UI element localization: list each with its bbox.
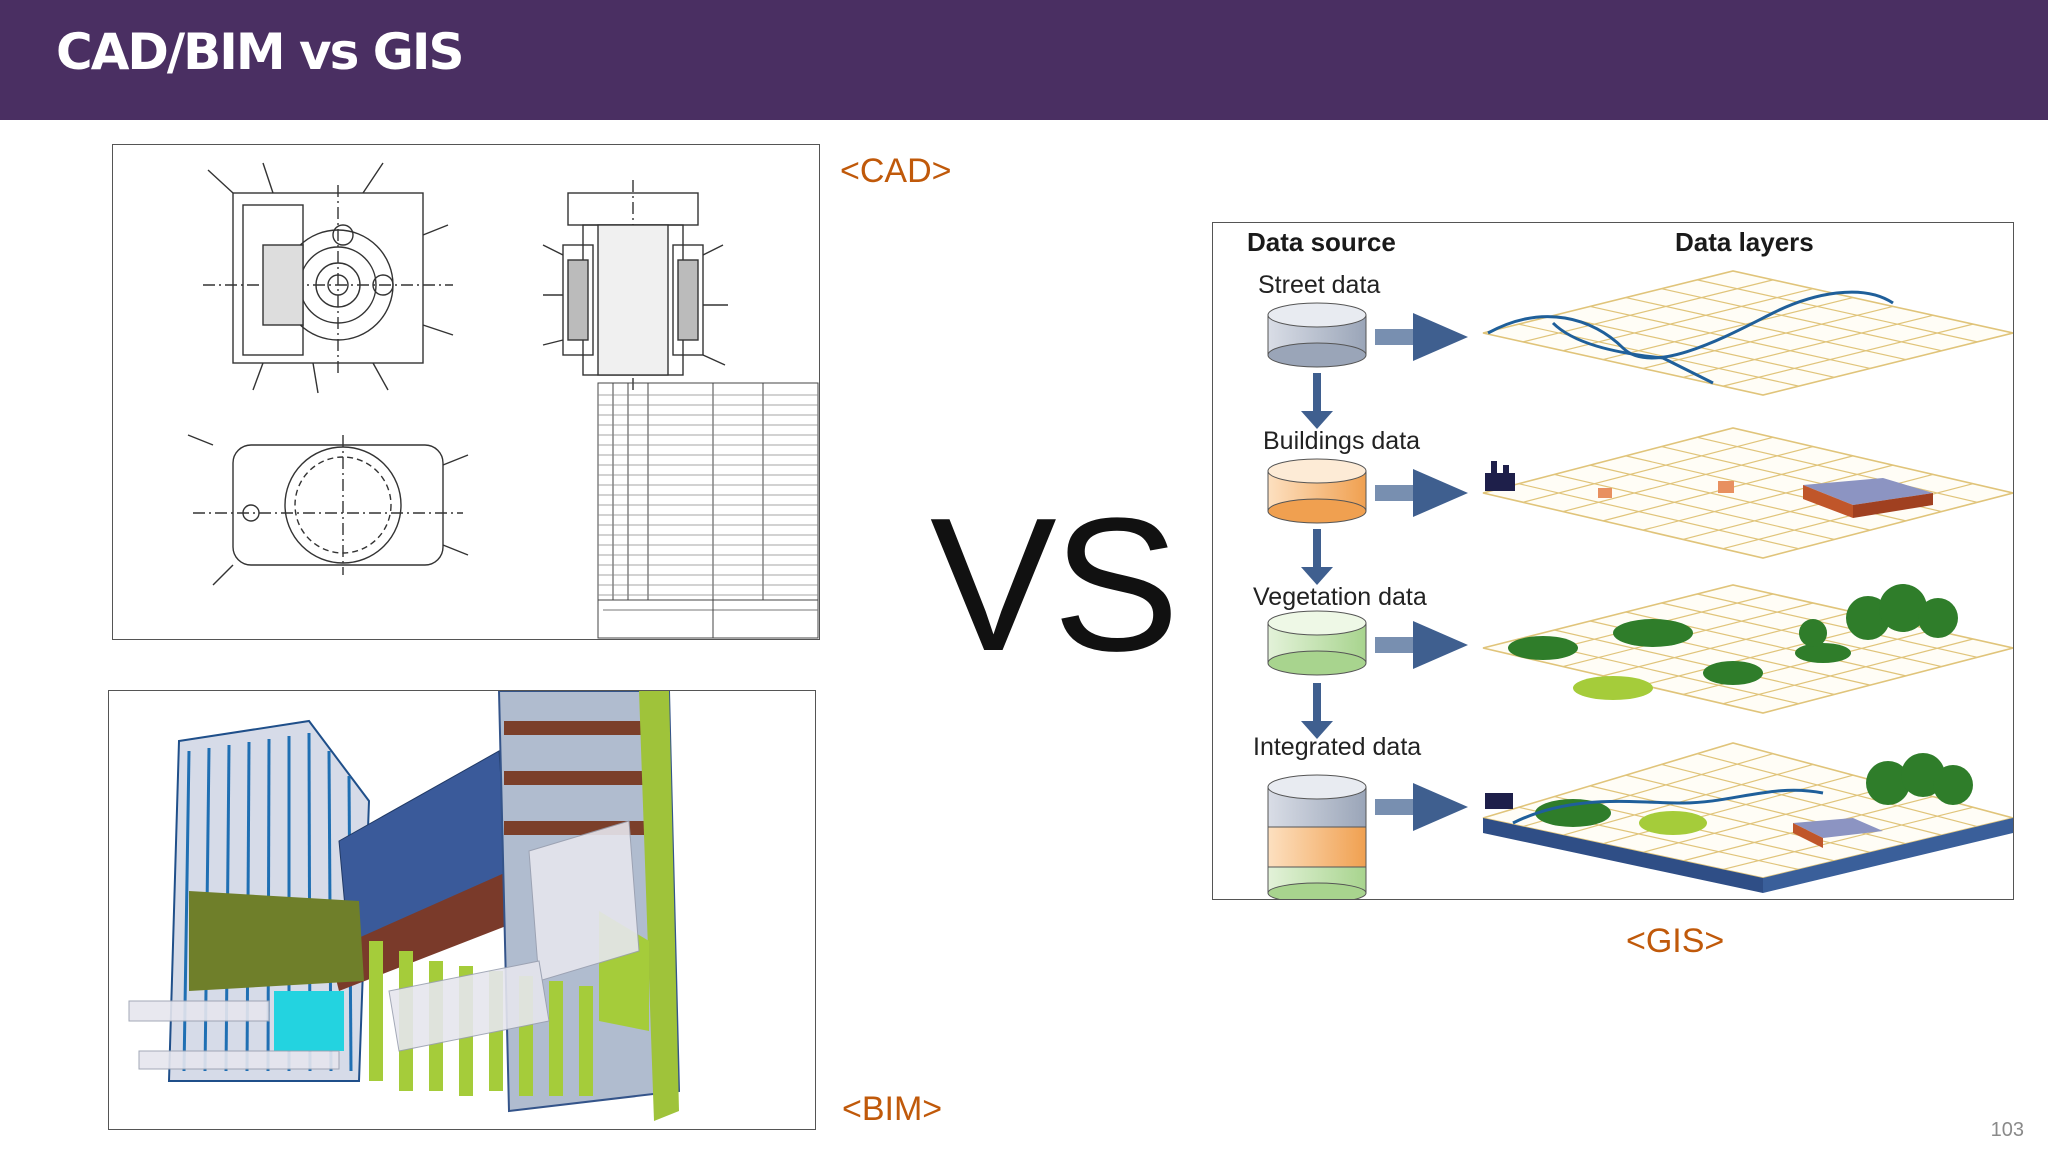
title-bar: CAD/BIM vs GIS — [0, 0, 2048, 120]
bim-building-model — [109, 691, 815, 1129]
gis-graphics — [1267, 270, 2013, 899]
integrated-layer-shapes — [1483, 753, 2013, 893]
grid-line — [1722, 806, 1974, 871]
slide-title: CAD/BIM vs GIS — [56, 23, 464, 81]
grid-line — [1661, 763, 1942, 836]
buildings-data-cylinder — [1267, 458, 1367, 524]
grid-line — [1625, 296, 1906, 361]
integrated-data-cylinder — [1267, 774, 1367, 899]
building-icons — [1485, 461, 1933, 518]
bim-model-image — [108, 690, 816, 1130]
grid-line — [1602, 774, 1854, 845]
grid-line — [1518, 483, 1799, 550]
street-lines — [1487, 290, 1894, 385]
grid-line — [1697, 436, 1978, 503]
vegetation-data-label: Vegetation data — [1253, 583, 1427, 611]
grid-line — [1642, 305, 1894, 370]
grid-line — [1554, 314, 1835, 378]
vegetation-shapes — [1508, 584, 1958, 700]
cad-technical-drawing — [187, 162, 819, 639]
grid-line — [1722, 638, 1974, 705]
grid-line — [1554, 473, 1835, 541]
grid-line — [1518, 323, 1799, 387]
grid-line — [1522, 436, 1774, 503]
bim-tag: <BIM> — [842, 1090, 943, 1128]
grid-line — [1590, 305, 1871, 370]
grid-line — [1697, 279, 1978, 343]
buildings-data-label: Buildings data — [1263, 427, 1421, 455]
flow-right-arrows — [1375, 313, 1468, 831]
grid-line — [1642, 464, 1894, 531]
grid-line — [1697, 753, 1978, 828]
grid-line — [1590, 464, 1871, 531]
cad-tag: <CAD> — [840, 152, 952, 190]
gis-layers-diagram: Data source Data layers Street data Buil… — [1212, 222, 2014, 900]
grid-line — [1697, 593, 1978, 658]
grid-line — [1590, 785, 1871, 853]
cad-drawing-image — [112, 144, 820, 640]
grid-line — [1661, 288, 1942, 352]
grid-line — [1562, 445, 1814, 513]
vegetation-data-cylinder — [1267, 610, 1367, 676]
gis-tag: <GIS> — [1626, 922, 1725, 960]
grid-line — [1642, 785, 1894, 853]
grid-line — [1562, 288, 1814, 352]
street-data-label: Street data — [1258, 271, 1381, 299]
integrated-data-label: Integrated data — [1253, 733, 1422, 761]
grid-line — [1562, 763, 1814, 836]
vs-label: VS — [930, 479, 1179, 691]
grid-line — [1602, 296, 1854, 361]
page-number: 103 — [1990, 1119, 2024, 1141]
flow-down-arrows — [1301, 373, 1333, 739]
street-data-cylinder — [1267, 302, 1367, 368]
grid-line — [1554, 629, 1835, 696]
data-layers-heading: Data layers — [1675, 227, 1814, 257]
data-source-heading: Data source — [1247, 227, 1396, 257]
grid-line — [1682, 314, 1934, 378]
layer-grids — [1482, 270, 2013, 879]
grid-line — [1722, 323, 1974, 387]
